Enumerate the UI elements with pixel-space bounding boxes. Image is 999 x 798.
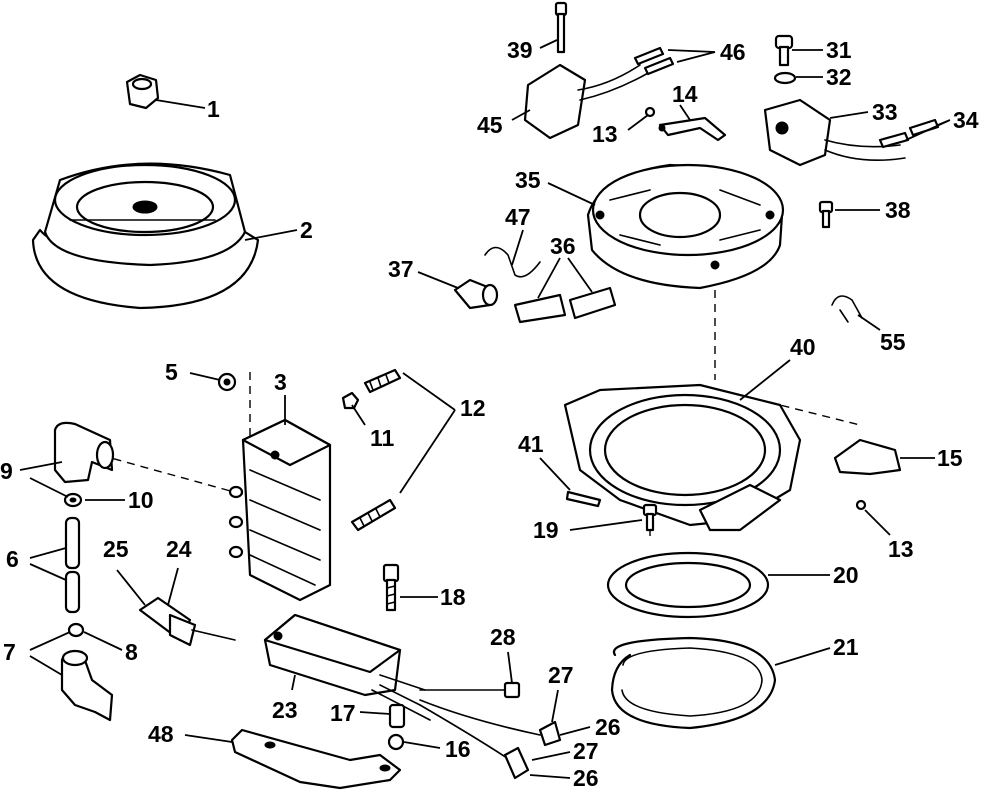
screw-13-upper xyxy=(644,106,656,118)
callout-6: 6 xyxy=(6,546,19,572)
callout-46: 46 xyxy=(720,39,746,65)
callout-34: 34 xyxy=(953,107,979,133)
screw-19 xyxy=(642,503,658,532)
washer-5 xyxy=(217,372,237,392)
terminals-34 xyxy=(878,118,940,149)
callout-3: 3 xyxy=(274,369,287,395)
tube-6 xyxy=(64,516,81,614)
screw-41 xyxy=(565,490,602,508)
callout-48: 48 xyxy=(148,721,174,747)
callout-35: 35 xyxy=(515,167,541,193)
callout-16: 16 xyxy=(445,736,471,762)
callout-15: 15 xyxy=(937,445,963,471)
callout-24: 24 xyxy=(166,536,192,562)
callout-39: 39 xyxy=(507,37,533,63)
clip-47 xyxy=(484,246,541,278)
washer-32 xyxy=(773,71,797,85)
callout-23: 23 xyxy=(272,697,298,723)
clip-55 xyxy=(831,295,863,323)
callout-labels: 1 2 3 5 6 7 8 9 10 11 12 13 13 14 15 16 … xyxy=(0,37,979,791)
bracket-15 xyxy=(833,438,902,476)
spark-plug-boot-upper xyxy=(53,421,115,484)
callout-33: 33 xyxy=(872,99,898,125)
callout-38: 38 xyxy=(885,197,911,223)
callout-20: 20 xyxy=(833,562,859,588)
ring-21 xyxy=(610,636,777,730)
grommet-37 xyxy=(453,278,499,310)
callout-55: 55 xyxy=(880,329,906,355)
callout-19: 19 xyxy=(533,517,559,543)
ring-20 xyxy=(606,551,770,619)
terminals-46 xyxy=(633,46,675,76)
callout-12: 12 xyxy=(460,395,486,421)
washer-16 xyxy=(387,733,405,751)
armature-plate xyxy=(586,163,785,290)
leader-lines xyxy=(19,39,951,779)
callout-7: 7 xyxy=(3,639,16,665)
callout-47: 47 xyxy=(505,204,531,230)
retainer-plate xyxy=(563,383,802,532)
callout-21: 21 xyxy=(833,634,859,660)
flywheel-nut xyxy=(125,73,160,110)
boot-clip-10 xyxy=(63,492,83,508)
callout-27-upper: 27 xyxy=(548,662,574,688)
callout-2: 2 xyxy=(300,217,313,243)
clamp-14 xyxy=(658,116,727,142)
callout-37: 37 xyxy=(388,256,414,282)
lead-wires xyxy=(419,681,562,780)
charge-coil-45 xyxy=(523,63,651,140)
ignition-coil xyxy=(228,418,332,602)
callout-13-upper: 13 xyxy=(592,121,618,147)
screw-13-lower xyxy=(855,499,867,511)
callout-28: 28 xyxy=(490,624,516,650)
nut-11 xyxy=(341,391,360,410)
callout-26-lower: 26 xyxy=(573,765,599,791)
screw-38 xyxy=(818,200,834,229)
callout-32: 32 xyxy=(826,64,852,90)
screw-39 xyxy=(554,1,568,54)
tubes-36 xyxy=(513,286,617,324)
callout-5: 5 xyxy=(165,359,178,385)
callout-1: 1 xyxy=(207,96,220,122)
callout-9: 9 xyxy=(0,458,13,484)
spacer-17 xyxy=(388,703,406,729)
screw-31 xyxy=(774,34,794,67)
nut-8 xyxy=(67,622,85,638)
connector-24 xyxy=(138,596,236,647)
sensor-coil-33 xyxy=(763,98,906,167)
callout-40: 40 xyxy=(790,334,816,360)
callout-25: 25 xyxy=(103,536,129,562)
bracket-48 xyxy=(230,728,402,790)
callout-31: 31 xyxy=(826,37,852,63)
callout-45: 45 xyxy=(477,112,503,138)
callout-41: 41 xyxy=(518,431,544,457)
callout-18: 18 xyxy=(440,584,466,610)
power-pack xyxy=(263,613,431,721)
callout-11: 11 xyxy=(370,425,395,451)
callout-13-lower: 13 xyxy=(888,536,914,562)
callout-27-lower: 27 xyxy=(573,738,599,764)
callout-8: 8 xyxy=(125,639,138,665)
callout-14: 14 xyxy=(672,81,698,107)
callout-26-upper: 26 xyxy=(595,714,621,740)
spark-plug-boot-lower xyxy=(60,649,114,722)
callout-17: 17 xyxy=(330,700,356,726)
screws-12 xyxy=(350,368,402,532)
screw-18 xyxy=(382,563,400,612)
flywheel xyxy=(31,162,260,310)
callout-10: 10 xyxy=(128,487,154,513)
callout-36: 36 xyxy=(550,233,576,259)
